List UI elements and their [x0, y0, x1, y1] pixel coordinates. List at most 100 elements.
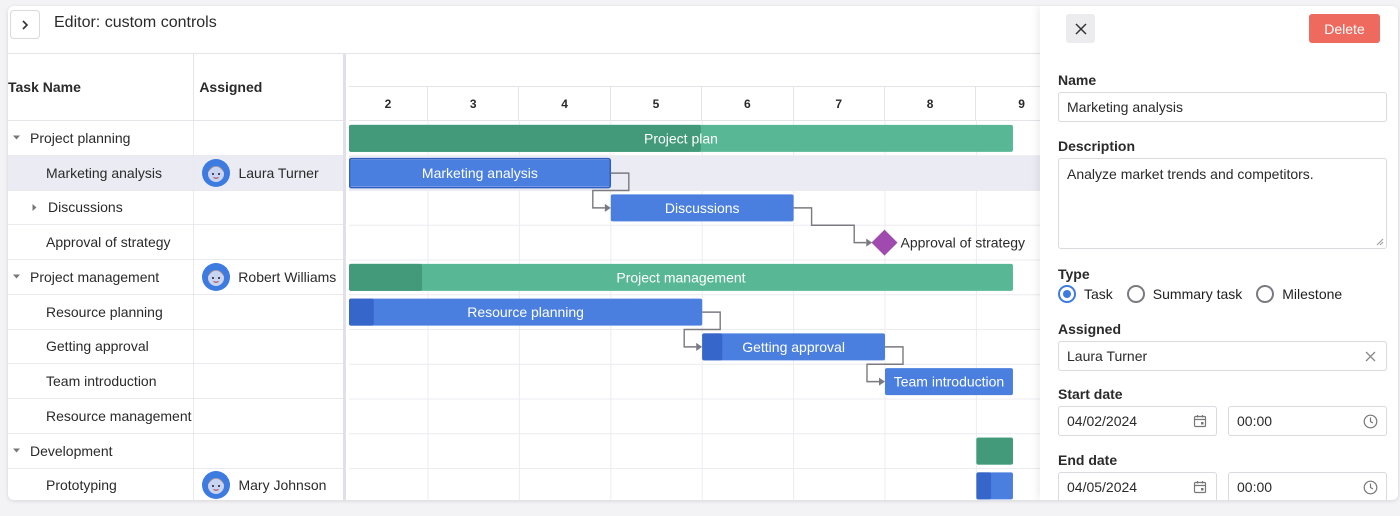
type-radio-task[interactable]: Task [1058, 285, 1113, 303]
name-input[interactable]: Marketing analysis [1058, 92, 1387, 122]
start-time-picker[interactable]: 00:00 [1228, 406, 1387, 436]
table-row[interactable]: Project planning [8, 121, 343, 156]
link-arrow [879, 377, 885, 386]
table-row[interactable]: Development [8, 433, 343, 469]
column-header-assigned[interactable]: Assigned [199, 79, 263, 95]
bar-label: Team introduction [894, 374, 1005, 390]
link-arrow [604, 203, 611, 212]
summary-bar[interactable] [349, 263, 1013, 291]
assigned-cell [194, 191, 343, 225]
task-name-cell: Project management [8, 260, 195, 294]
task-name-cell: Discussions [8, 190, 195, 225]
caret-right-icon[interactable] [28, 201, 40, 213]
dependency-link[interactable] [866, 346, 904, 383]
end-date-value: 04/05/2024 [1067, 479, 1138, 495]
start-date-label: Start date [1058, 386, 1123, 402]
table-row[interactable]: Approval of strategy [8, 225, 343, 260]
bar-progress [349, 298, 374, 326]
calendar-icon[interactable] [1192, 413, 1208, 429]
avatar [202, 262, 231, 291]
type-radio-milestone[interactable]: Milestone [1256, 285, 1342, 303]
radio-label: Milestone [1282, 286, 1343, 302]
delete-button[interactable]: Delete [1309, 14, 1380, 43]
end-time-picker[interactable]: 00:00 [1228, 472, 1387, 500]
start-date-picker[interactable]: 04/02/2024 [1058, 406, 1217, 436]
end-date-picker[interactable]: 04/05/2024 [1058, 472, 1217, 500]
task-bar[interactable] [702, 333, 885, 361]
task-bar[interactable] [349, 298, 703, 326]
table-row[interactable]: Marketing analysis Laura Turner [8, 155, 343, 191]
radio-indicator[interactable] [1058, 285, 1076, 303]
table-row[interactable]: Getting approval [8, 329, 343, 365]
radio-indicator[interactable] [1256, 285, 1275, 303]
task-bar[interactable] [349, 159, 611, 187]
task-name-label: Project management [30, 268, 160, 285]
assignee-name: Robert Williams [238, 268, 337, 285]
clock-icon[interactable] [1362, 413, 1378, 429]
bar-label: Marketing analysis [422, 165, 538, 181]
type-radio-summary-task[interactable]: Summary task [1126, 285, 1243, 303]
description-textarea[interactable]: Analyze market trends and competitors. [1058, 158, 1387, 249]
task-name-cell: Marketing analysis [8, 155, 195, 190]
task-name-cell: Team introduction [8, 364, 195, 398]
clock-icon[interactable] [1362, 479, 1378, 495]
caret-down-icon[interactable] [10, 132, 22, 144]
table-row[interactable]: Prototyping Mary Johnson [8, 468, 343, 500]
end-date-label: End date [1058, 452, 1118, 468]
column-header-task-name[interactable]: Task Name [8, 54, 195, 120]
bar-progress [702, 333, 723, 361]
assignee-name: Laura Turner [238, 164, 319, 181]
radio-label: Summary task [1152, 286, 1243, 302]
dependency-link[interactable] [793, 207, 867, 244]
task-bar[interactable] [610, 194, 794, 222]
bar-label: Project management [616, 269, 745, 285]
dependency-link[interactable] [592, 172, 630, 209]
dependency-link[interactable] [683, 311, 721, 348]
timeline-scale-top [349, 54, 1040, 87]
task-name-cell: Approval of strategy [8, 225, 195, 259]
table-row[interactable]: Team introduction [8, 364, 343, 399]
caret-down-icon[interactable] [10, 445, 22, 457]
task-name-label: Resource management [46, 407, 192, 424]
day-label: 8 [885, 87, 977, 120]
link-arrow [866, 238, 873, 247]
assigned-cell [194, 330, 343, 364]
close-button[interactable] [1066, 14, 1095, 43]
day-label: 6 [702, 87, 794, 120]
assigned-cell: Robert Williams [194, 260, 343, 294]
calendar-icon[interactable] [1192, 479, 1208, 495]
page-title: Editor: custom controls [54, 14, 217, 31]
resize-handle-icon[interactable] [1376, 238, 1384, 246]
table-row[interactable]: Discussions [8, 190, 343, 226]
task-name-label: Prototyping [46, 477, 117, 494]
task-name-label: Development [30, 442, 113, 459]
description-text: Analyze market trends and competitors. [1067, 166, 1314, 182]
selected-bar-outline [348, 157, 612, 189]
clear-icon[interactable] [1362, 348, 1378, 364]
table-row[interactable]: Resource planning [8, 294, 343, 330]
task-name-cell: Getting approval [8, 329, 195, 364]
start-date-value: 04/02/2024 [1067, 413, 1138, 429]
bar-label: Discussions [665, 200, 740, 216]
task-name-label: Project planning [30, 129, 131, 146]
assigned-cell: Laura Turner [194, 156, 343, 190]
radio-indicator[interactable] [1126, 285, 1145, 303]
table-row[interactable]: Resource management [8, 399, 343, 434]
expand-panel-button[interactable] [10, 10, 40, 39]
description-label: Description [1058, 138, 1136, 154]
day-label: 2 [349, 87, 428, 120]
table-row[interactable]: Project management Robert Williams [8, 260, 343, 295]
assigned-combo[interactable]: Laura Turner [1058, 341, 1387, 371]
milestone-marker[interactable] [871, 229, 898, 256]
task-name-label: Marketing analysis [46, 164, 162, 181]
chevron-right-icon [22, 19, 29, 30]
type-label: Type [1058, 266, 1090, 282]
assignee-name: Mary Johnson [238, 477, 327, 494]
assigned-cell [194, 364, 343, 398]
editor-toolbar: Editor: custom controls [8, 6, 1040, 54]
caret-down-icon[interactable] [10, 271, 22, 283]
task-bar[interactable] [885, 368, 1013, 396]
